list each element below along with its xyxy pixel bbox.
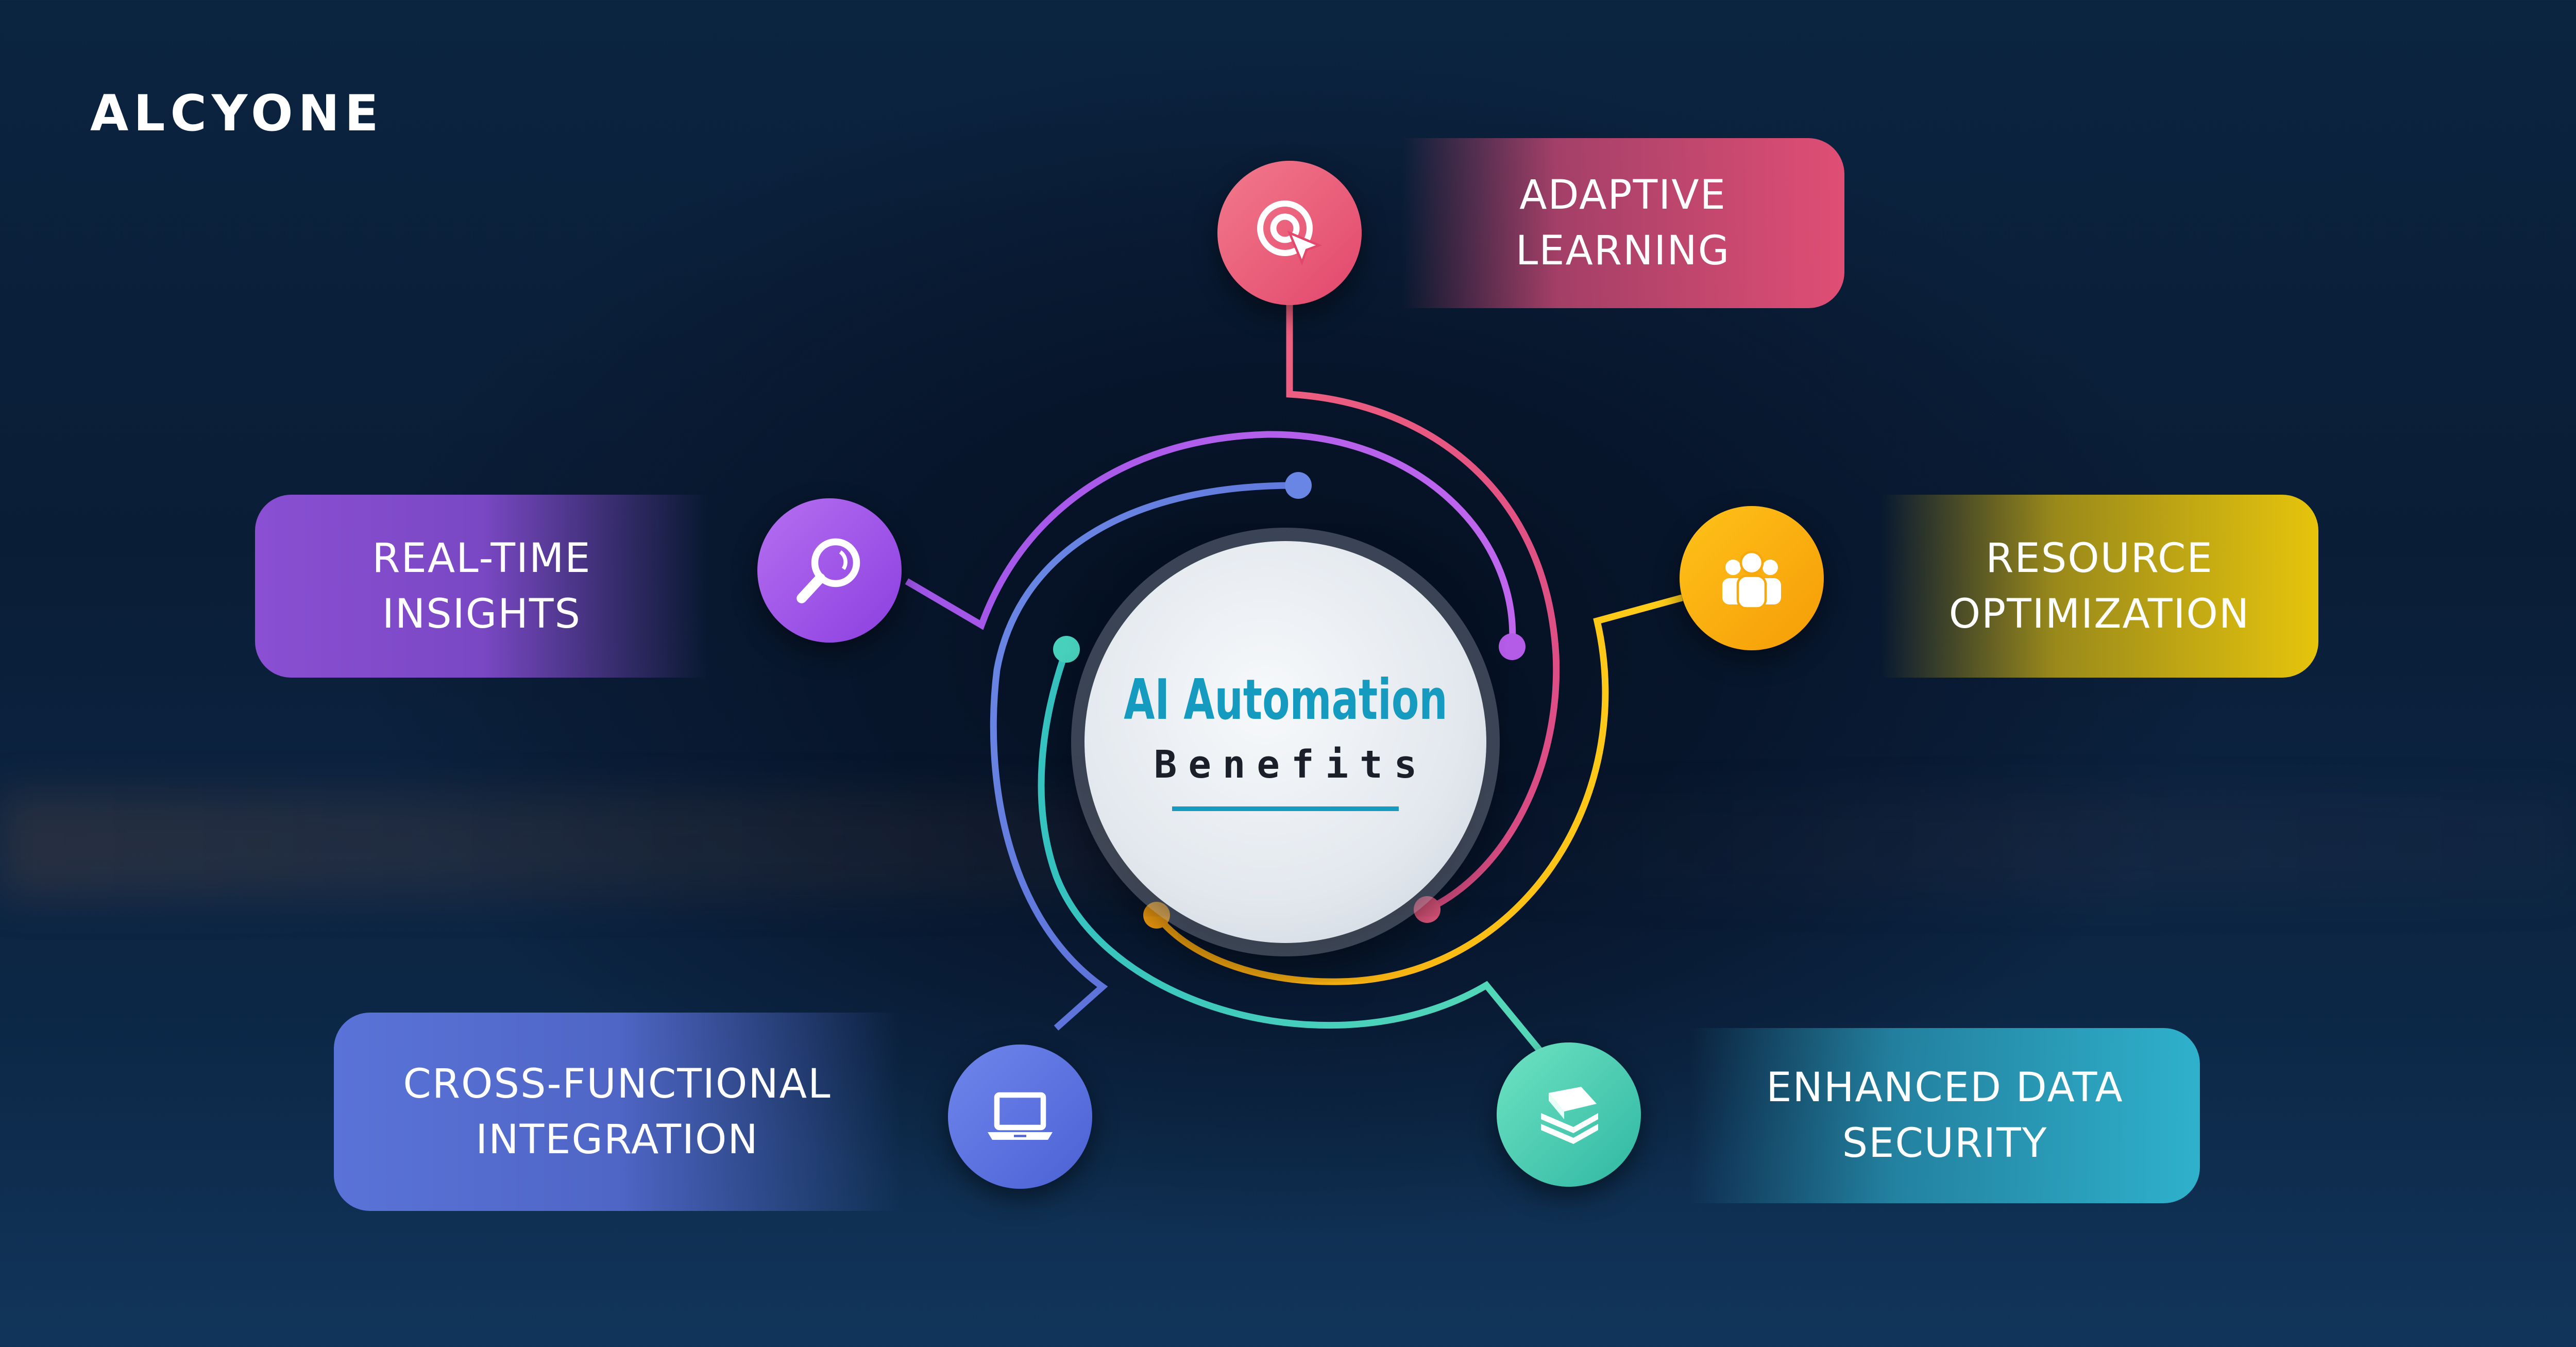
central-hub: AI Automation Benefits bbox=[1084, 541, 1486, 943]
cross-connector bbox=[990, 482, 1299, 1031]
label-line: LEARNING bbox=[1515, 228, 1731, 274]
real-time-insights-label: REAL-TIME INSIGHTS bbox=[255, 495, 708, 678]
label-line: ADAPTIVE bbox=[1519, 172, 1726, 218]
hub-underline bbox=[1172, 806, 1399, 811]
label-line: RESOURCE bbox=[1986, 535, 2213, 582]
security-connector-dot bbox=[1053, 636, 1080, 663]
laptop-icon bbox=[988, 1092, 1053, 1140]
real-time-insights-marker bbox=[757, 498, 902, 643]
realtime-connector bbox=[905, 431, 1516, 647]
resource-connector-dot bbox=[1143, 902, 1170, 929]
adaptive-learning-marker bbox=[1217, 161, 1362, 305]
adaptive-connector bbox=[1286, 304, 1560, 913]
security-connector bbox=[1038, 648, 1544, 1054]
logo-text: ALCYONE bbox=[90, 85, 384, 142]
stack-of-books-icon bbox=[1541, 1087, 1598, 1144]
cross-functional-integration-marker bbox=[948, 1045, 1092, 1189]
target-cursor-icon bbox=[1257, 200, 1323, 266]
label-line: REAL-TIME bbox=[372, 535, 591, 582]
hub-title: AI Automation bbox=[1123, 668, 1448, 732]
adaptive-learning-label: ADAPTIVE LEARNING bbox=[1401, 138, 1844, 308]
resource-optimization-label: RESOURCE OPTIMIZATION bbox=[1880, 495, 2318, 678]
adaptive-connector-dot bbox=[1414, 896, 1440, 923]
resource-optimization-marker bbox=[1680, 506, 1824, 650]
label-line: INTEGRATION bbox=[476, 1116, 759, 1163]
label-line: CROSS-FUNCTIONAL bbox=[403, 1060, 832, 1107]
hub-subtitle: Benefits bbox=[1154, 743, 1429, 787]
cross-functional-integration-label: CROSS-FUNCTIONAL INTEGRATION bbox=[334, 1013, 901, 1211]
enhanced-data-security-marker bbox=[1497, 1042, 1641, 1187]
cross-connector-dot bbox=[1285, 472, 1312, 499]
enhanced-data-security-label: ENHANCED DATA SECURITY bbox=[1690, 1028, 2200, 1203]
resource-connector bbox=[1154, 594, 1683, 985]
magnifier-icon bbox=[796, 538, 860, 603]
label-line: OPTIMIZATION bbox=[1948, 591, 2250, 637]
label-line: INSIGHTS bbox=[382, 591, 582, 637]
label-line: SECURITY bbox=[1842, 1120, 2048, 1167]
realtime-connector-dot bbox=[1499, 633, 1526, 660]
label-line: ENHANCED DATA bbox=[1766, 1065, 2124, 1111]
brand-logo: ALCYONE bbox=[90, 85, 384, 142]
team-icon bbox=[1722, 550, 1781, 610]
